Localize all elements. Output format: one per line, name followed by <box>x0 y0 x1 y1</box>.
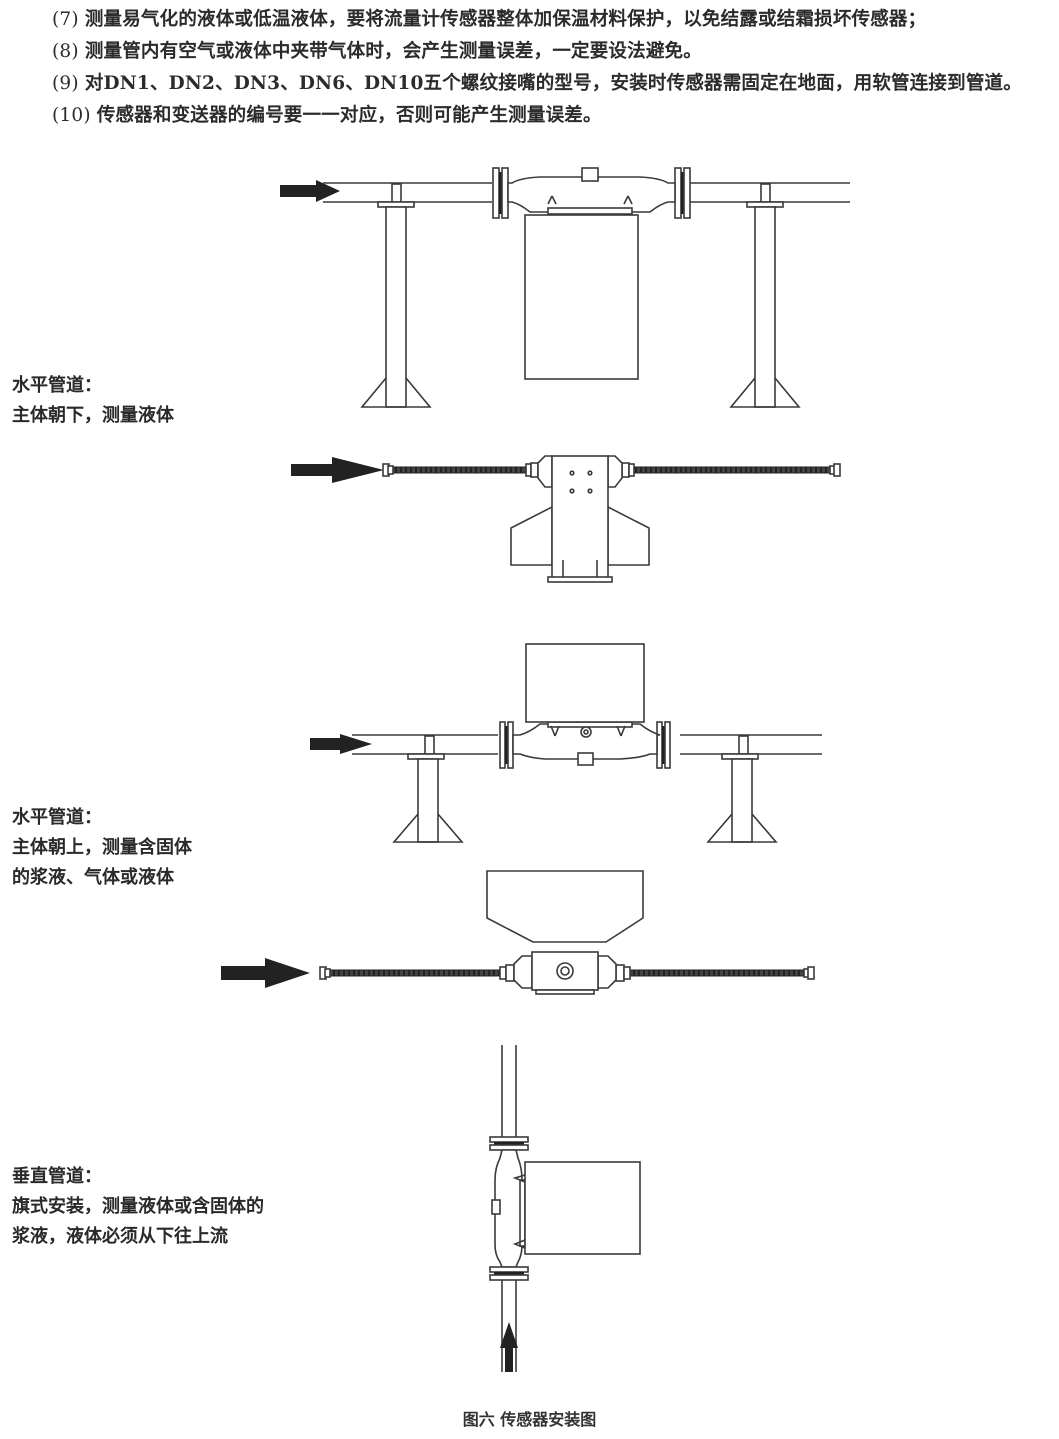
sensor-tube-icon <box>512 723 661 760</box>
flange-icon <box>489 1266 529 1281</box>
pipe-support-icon <box>706 735 778 843</box>
figure-hose-body-down <box>291 455 841 583</box>
figure-hose-body-up <box>221 870 815 995</box>
flow-arrow-icon <box>291 457 384 483</box>
sensor-body-icon <box>524 214 639 380</box>
flange-icon <box>489 1136 529 1151</box>
note-9: (9)对DN1、DN2、DN3、DN6、DN10五个螺纹接嘴的型号，安装时传感器… <box>52 73 1022 94</box>
figure-vertical-flag-mount <box>489 1045 641 1372</box>
flow-arrow-icon <box>221 958 310 988</box>
label-horizontal-down: 水平管道： 主体朝下，测量液体 <box>12 375 174 426</box>
installation-notes: (7)测量易气化的液体或低温液体，要将流量计传感器整体加保温材料保护，以免结露或… <box>52 4 1052 132</box>
sensor-junction-icon <box>491 1199 501 1215</box>
flow-arrow-icon <box>500 1322 518 1372</box>
note-8: (8)测量管内有空气或液体中夹带气体时，会产生测量误差，一定要设法避免。 <box>52 41 702 62</box>
flexible-hose-icon <box>319 964 515 982</box>
sensor-body-icon <box>524 1161 641 1255</box>
mounting-base-icon <box>547 576 613 583</box>
figure-caption: 图六 传感器安装图 <box>462 1410 597 1429</box>
figure-horizontal-body-down <box>280 167 850 408</box>
flexible-hose-icon <box>621 462 841 478</box>
sensor-body-icon <box>486 870 644 943</box>
flexible-hose-icon <box>615 964 815 982</box>
flow-arrow-icon <box>280 180 340 202</box>
flange-icon <box>492 167 509 219</box>
sensor-junction-icon <box>581 167 599 182</box>
label-vertical: 垂直管道： 旗式安装，测量液体或含固体的 浆液，液体必须从下往上流 <box>12 1166 264 1247</box>
sensor-body-icon <box>525 643 645 723</box>
note-7: (7)测量易气化的液体或低温液体，要将流量计传感器整体加保温材料保护，以免结露或… <box>52 9 927 30</box>
sensor-body-icon <box>551 455 609 581</box>
sensor-tube-icon <box>507 176 676 213</box>
pipe-support-icon <box>360 183 432 408</box>
sensor-junction-icon <box>577 752 594 766</box>
pipe-support-icon <box>392 735 464 843</box>
flange-icon <box>674 167 691 219</box>
figure-horizontal-body-up <box>310 643 822 843</box>
pipe-support-icon <box>729 183 801 408</box>
mounting-base-icon <box>535 989 595 995</box>
flow-arrow-icon <box>310 734 372 754</box>
flange-icon <box>499 721 514 769</box>
note-10: (10)传感器和变送器的编号要一一对应，否则可能产生测量误差。 <box>52 105 602 126</box>
flange-icon <box>656 721 671 769</box>
flexible-hose-icon <box>382 462 539 478</box>
label-horizontal-up: 水平管道： 主体朝上，测量含固体 的浆液、气体或液体 <box>12 807 192 888</box>
